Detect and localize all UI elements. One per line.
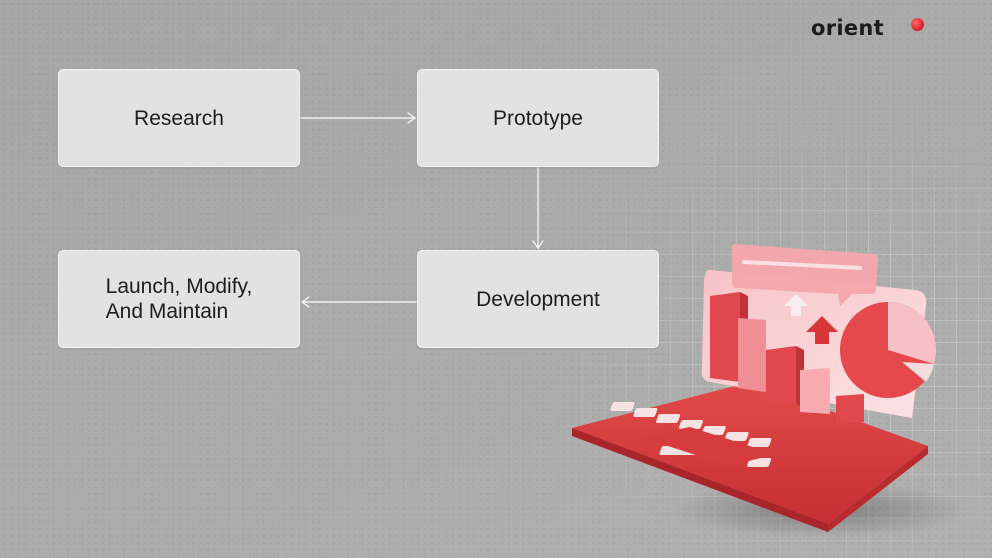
brand-logo-dot-icon bbox=[911, 18, 924, 31]
step-development-label: Development bbox=[476, 287, 600, 311]
step-research: Research bbox=[58, 69, 300, 167]
step-prototype-label: Prototype bbox=[493, 106, 583, 130]
arrow-prototype-to-development bbox=[532, 167, 544, 250]
step-launch: Launch, Modify, And Maintain bbox=[58, 250, 300, 348]
brand-logo: orient bbox=[811, 16, 885, 40]
arrow-research-to-prototype bbox=[300, 112, 417, 124]
step-prototype: Prototype bbox=[417, 69, 659, 167]
arrow-development-to-launch bbox=[300, 296, 417, 308]
step-launch-label: Launch, Modify, And Maintain bbox=[105, 275, 253, 323]
laptop-analytics-icon bbox=[572, 244, 960, 538]
step-research-label: Research bbox=[134, 106, 224, 130]
step-development: Development bbox=[417, 250, 659, 348]
